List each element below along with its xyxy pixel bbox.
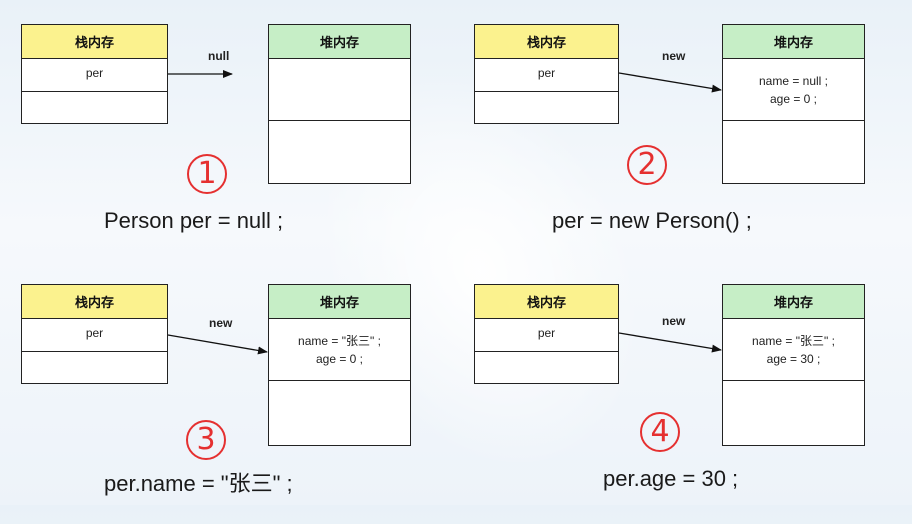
stack-variable: per [475, 319, 618, 352]
step-number-3: 3 [186, 420, 226, 460]
stack-variable: per [22, 59, 167, 92]
stack-memory-box-1: 栈内存 per [21, 24, 168, 124]
heap-field-age: age = 0 ; [769, 91, 818, 106]
code-caption: per.age = 30 ; [603, 466, 739, 491]
code-caption: per.name = "张三" ; [104, 471, 293, 496]
heap-field-age: age = 0 ; [315, 351, 364, 366]
heap-memory-box-3: 堆内存 name = "张三" ; age = 0 ; [268, 284, 411, 446]
stack-memory-header: 栈内存 [475, 25, 618, 59]
heap-memory-box-1: 堆内存 [268, 24, 411, 184]
reference-arrow-4 [618, 332, 722, 353]
stack-memory-box-3: 栈内存 per [21, 284, 168, 384]
arrow-label: null [208, 49, 230, 63]
code-caption: per = new Person() ; [552, 208, 752, 233]
arrow-label: new [662, 49, 686, 63]
stack-memory-box-2: 栈内存 per [474, 24, 619, 124]
reference-arrows [167, 70, 722, 355]
heap-field-age: age = 30 ; [766, 351, 821, 366]
heap-memory-header: 堆内存 [723, 25, 864, 59]
stack-variable: per [475, 59, 618, 92]
step-number-4: 4 [640, 412, 680, 452]
heap-field-name: name = null ; [758, 73, 829, 88]
stack-memory-header: 栈内存 [475, 285, 618, 319]
stack-variable: per [22, 319, 167, 352]
arrow-label: new [209, 316, 233, 330]
arrow-label: new [662, 314, 686, 328]
heap-fields: name = "张三" ; age = 30 ; [723, 319, 864, 381]
heap-memory-box-4: 堆内存 name = "张三" ; age = 30 ; [722, 284, 865, 446]
reference-arrow-3 [167, 334, 268, 355]
code-caption: Person per = null ; [104, 208, 284, 233]
stack-memory-header: 栈内存 [22, 285, 167, 319]
heap-field-name: name = "张三" ; [752, 333, 835, 348]
heap-memory-header: 堆内存 [269, 25, 410, 59]
heap-fields: name = "张三" ; age = 0 ; [269, 319, 410, 381]
heap-fields: name = null ; age = 0 ; [723, 59, 864, 121]
step-number-1: 1 [187, 154, 227, 194]
reference-arrow-2 [618, 72, 722, 93]
heap-field-name: name = "张三" ; [298, 333, 381, 348]
step-number-2: 2 [627, 145, 667, 185]
stack-memory-header: 栈内存 [22, 25, 167, 59]
stack-memory-box-4: 栈内存 per [474, 284, 619, 384]
heap-memory-box-2: 堆内存 name = null ; age = 0 ; [722, 24, 865, 184]
heap-fields [269, 59, 410, 121]
heap-memory-header: 堆内存 [723, 285, 864, 319]
heap-memory-header: 堆内存 [269, 285, 410, 319]
